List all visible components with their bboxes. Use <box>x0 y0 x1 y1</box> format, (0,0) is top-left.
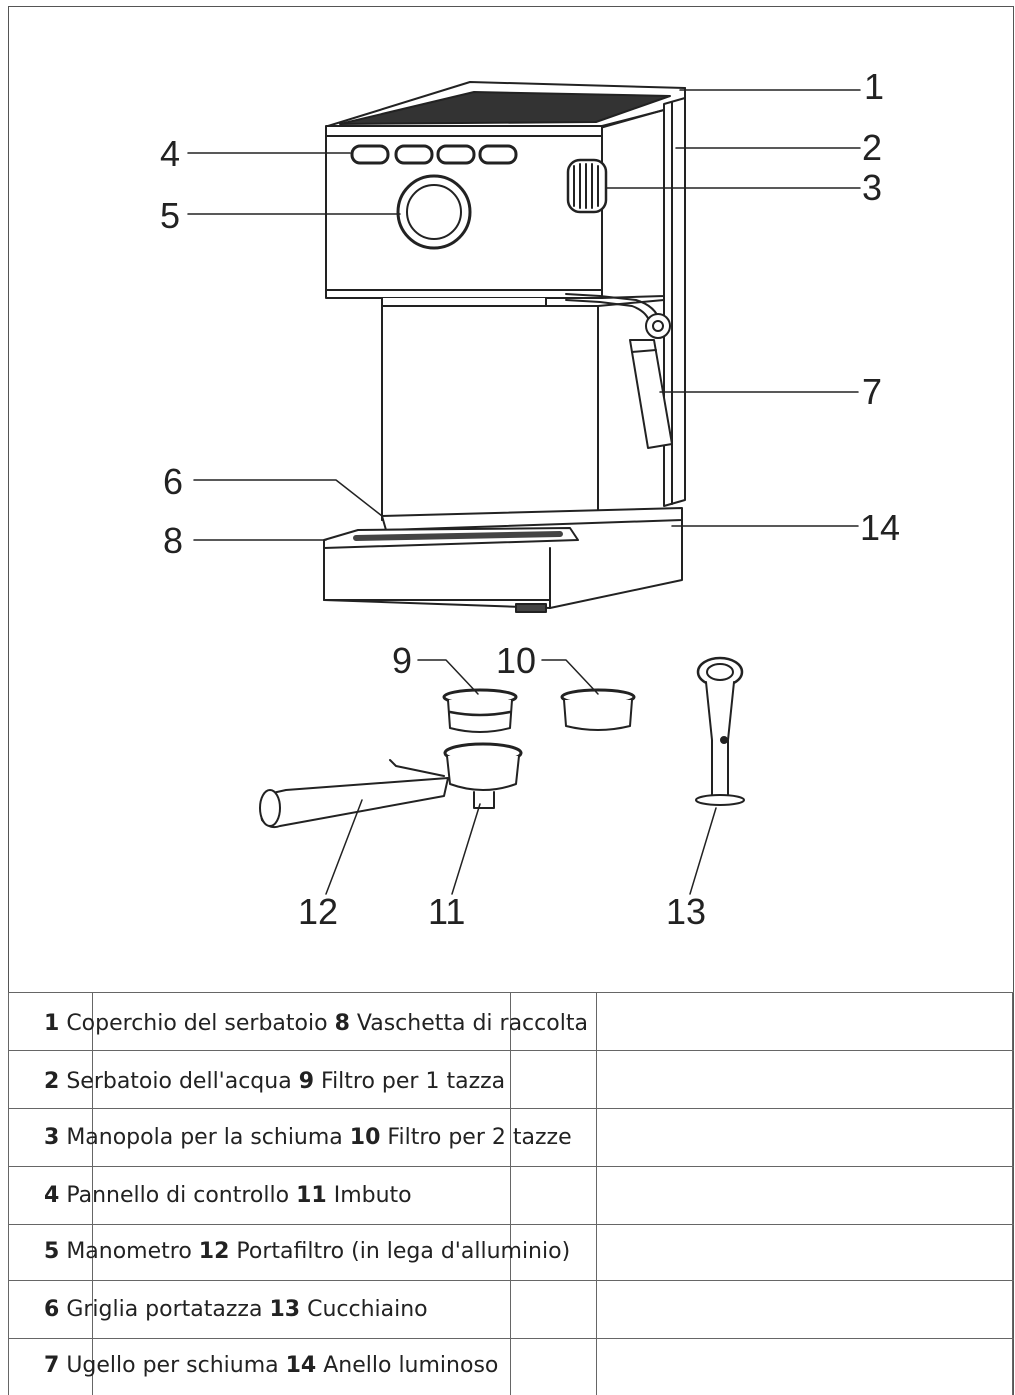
steam-wand-drawing <box>565 293 673 449</box>
legend-row: 2 Serbatoio dell'acqua 9 Filtro per 1 ta… <box>8 1050 1014 1108</box>
callout-9: 9 <box>392 640 412 681</box>
legend-row-text: 1 Coperchio del serbatoio 8 Vaschetta di… <box>44 1011 588 1036</box>
lower-body-drawing <box>381 299 665 521</box>
legend-divider <box>92 992 93 1395</box>
tank-lid-drawing <box>327 81 686 129</box>
parts-legend-table: 1 Coperchio del serbatoio 8 Vaschetta di… <box>8 992 1014 1395</box>
legend-row-text: 3 Manopola per la schiuma 10 Filtro per … <box>44 1125 572 1150</box>
legend-row-text: 5 Manometro 12 Portafiltro (in lega d'al… <box>44 1239 571 1264</box>
filter-2-cups-drawing <box>560 688 636 731</box>
legend-row-text: 6 Griglia portatazza 13 Cucchiaino <box>44 1297 428 1322</box>
legend-row: 1 Coperchio del serbatoio 8 Vaschetta di… <box>8 992 1014 1050</box>
callout-10: 10 <box>496 640 536 681</box>
callout-4: 4 <box>160 133 180 174</box>
callout-8: 8 <box>163 520 183 561</box>
legend-divider <box>510 992 511 1395</box>
portafilter-drawing <box>259 742 523 829</box>
legend-row-text: 2 Serbatoio dell'acqua 9 Filtro per 1 ta… <box>44 1069 506 1094</box>
steam-knob-drawing <box>566 158 608 214</box>
callout-numbers: 1 2 3 4 5 6 7 8 9 10 11 12 13 14 <box>160 66 900 932</box>
diagram-frame <box>8 6 1014 1395</box>
callout-3: 3 <box>862 167 882 208</box>
callout-12: 12 <box>298 891 338 932</box>
callout-11: 11 <box>428 891 465 932</box>
callout-7: 7 <box>862 371 882 412</box>
callout-2: 2 <box>862 127 882 168</box>
water-tank-drawing <box>663 97 686 507</box>
machine-head-drawing <box>325 109 665 299</box>
legend-row: 4 Pannello di controllo 11 Imbuto <box>8 1166 1014 1224</box>
pressure-gauge-drawing <box>396 174 472 250</box>
legend-divider <box>8 992 9 1395</box>
legend-row: 5 Manometro 12 Portafiltro (in lega d'al… <box>8 1224 1014 1280</box>
callout-13: 13 <box>666 891 706 932</box>
legend-row-text: 7 Ugello per schiuma 14 Anello luminoso <box>44 1353 499 1378</box>
leader-lines <box>187 89 861 895</box>
callout-1: 1 <box>864 66 884 107</box>
filter-1-cup-drawing <box>442 688 518 733</box>
legend-divider <box>1012 992 1013 1395</box>
legend-row-text: 4 Pannello di controllo 11 Imbuto <box>44 1183 412 1208</box>
callout-6: 6 <box>163 461 183 502</box>
control-panel-buttons-drawing <box>350 144 518 165</box>
legend-row: 6 Griglia portatazza 13 Cucchiaino <box>8 1280 1014 1338</box>
callout-14: 14 <box>860 507 900 548</box>
tamper-drawing <box>695 656 745 806</box>
legend-row: 3 Manopola per la schiuma 10 Filtro per … <box>8 1108 1014 1166</box>
legend-divider <box>596 992 597 1395</box>
legend-row: 7 Ugello per schiuma 14 Anello luminoso <box>8 1338 1014 1395</box>
callout-5: 5 <box>160 195 180 236</box>
espresso-machine-diagram: 1 2 3 4 5 6 7 8 9 10 11 12 13 14 <box>160 66 900 932</box>
drip-tray-drawing <box>323 507 683 613</box>
